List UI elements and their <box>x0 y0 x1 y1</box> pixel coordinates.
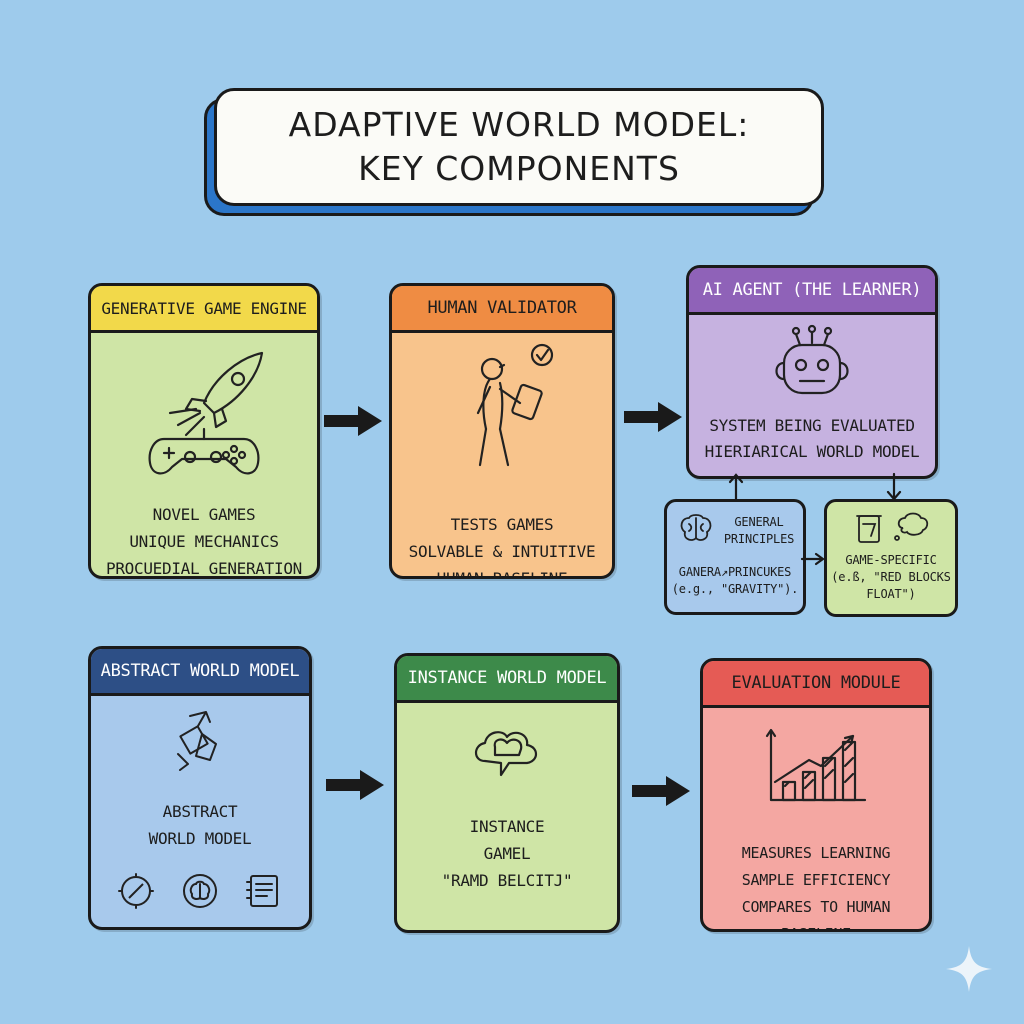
validator-line-1: TESTS GAMES <box>450 515 554 534</box>
instance-world-model-card: INSTANCE WORLD MODEL INSTANCE GAMEL "RAM… <box>394 653 620 933</box>
validator-line-3: HUMAN BASELINE <box>436 569 568 579</box>
specific-line-3: FLOAT") <box>866 587 916 601</box>
rocket-gamepad-icon <box>148 351 264 475</box>
cloud-chat-icon <box>474 731 538 777</box>
brain-circle-icon <box>183 874 217 908</box>
evaluation-line-1: MEASURES LEARNING <box>741 844 891 862</box>
page-title: ADAPTIVE WORLD MODEL: KEY COMPONENTS <box>214 88 824 206</box>
specific-line-2: (e.ß, "RED BLOCKS <box>831 570 951 584</box>
instance-line-3: "RAMD BELCITJ" <box>441 871 573 890</box>
generative-game-engine-card: GENERATIVE GAME ENGINE NOVEL GAMES UNIQU… <box>88 283 320 579</box>
title-line-1: ADAPTIVE WORLD MODEL: <box>288 105 750 144</box>
instance-world-model-header: INSTANCE WORLD MODEL <box>397 656 617 703</box>
ai-agent-card: AI AGENT (THE LEARNER) SYSTEM BEING EVAL… <box>686 265 938 479</box>
arrow-abstract-to-instance <box>326 770 384 800</box>
abstract-line-2: WORLD MODEL <box>148 829 252 848</box>
evaluation-module-header: EVALUATION MODULE <box>703 661 929 708</box>
arrow-validator-to-agent <box>624 402 682 432</box>
bar-chart-icon <box>765 728 867 802</box>
abstract-world-model-card: ABSTRACT WORLD MODEL ABSTRACT WORLD MODE… <box>88 646 312 930</box>
abstract-line-1: ABSTRACT <box>162 802 238 821</box>
jar-thought-icon <box>856 512 929 543</box>
arrow-general-to-specific <box>800 552 825 566</box>
document-icon <box>246 875 278 907</box>
human-validator-card: HUMAN VALIDATOR TESTS GAMES SOLVABLE & I… <box>389 283 615 579</box>
general-title-2: PRINCIPLES <box>723 532 795 546</box>
person-tablet-icon <box>476 343 554 467</box>
evaluation-module-card: EVALUATION MODULE MEASURES LEARNING SAMP… <box>700 658 932 932</box>
robot-icon <box>775 324 849 395</box>
arrow-general-to-agent <box>728 473 744 502</box>
evaluation-line-2: SAMPLE EFFICIENCY <box>741 871 891 889</box>
generative-game-engine-header: GENERATIVE GAME ENGINE <box>91 286 317 333</box>
arrow-generative-to-validator <box>324 406 382 436</box>
abstract-world-model-header: ABSTRACT WORLD MODEL <box>91 649 309 696</box>
evaluation-line-3: COMPARES TO HUMAN BASELINE <box>741 898 891 929</box>
specific-line-1: GAME-SPECIFIC <box>845 553 937 567</box>
arrow-agent-to-specific <box>886 472 902 501</box>
general-line-2: (e.g., "GRAVITY"). <box>671 582 799 596</box>
sparkle-icon <box>946 946 992 992</box>
general-title-1: GENERAL <box>734 515 784 529</box>
agent-line-1: SYSTEM BEING EVALUATED <box>709 416 915 435</box>
agent-line-2: HIERIARICAL WORLD MODEL <box>704 442 920 461</box>
compass-icon <box>118 873 154 909</box>
generative-line-3: PROCUEDIAL GENERATION <box>106 559 302 578</box>
general-line-1: GANERA↗PRINCUKES <box>678 565 792 579</box>
title-line-2: KEY COMPONENTS <box>358 149 680 188</box>
generative-line-1: NOVEL GAMES <box>152 505 256 524</box>
ai-agent-header: AI AGENT (THE LEARNER) <box>689 268 935 315</box>
generative-line-2: UNIQUE MECHANICS <box>129 532 279 551</box>
brain-icon <box>680 514 712 541</box>
instance-line-2: GAMEL <box>483 844 531 863</box>
abstract-shapes-icon <box>177 711 217 771</box>
instance-line-1: INSTANCE <box>469 817 545 836</box>
validator-line-2: SOLVABLE & INTUITIVE <box>408 542 596 561</box>
arrow-instance-to-evaluation <box>632 776 690 806</box>
human-validator-header: HUMAN VALIDATOR <box>392 286 612 333</box>
general-principles-box: GENERAL PRINCIPLES GANERA↗PRINCUKES (e.g… <box>664 499 806 615</box>
game-specific-box: GAME-SPECIFIC (e.ß, "RED BLOCKS FLOAT") <box>824 499 958 617</box>
